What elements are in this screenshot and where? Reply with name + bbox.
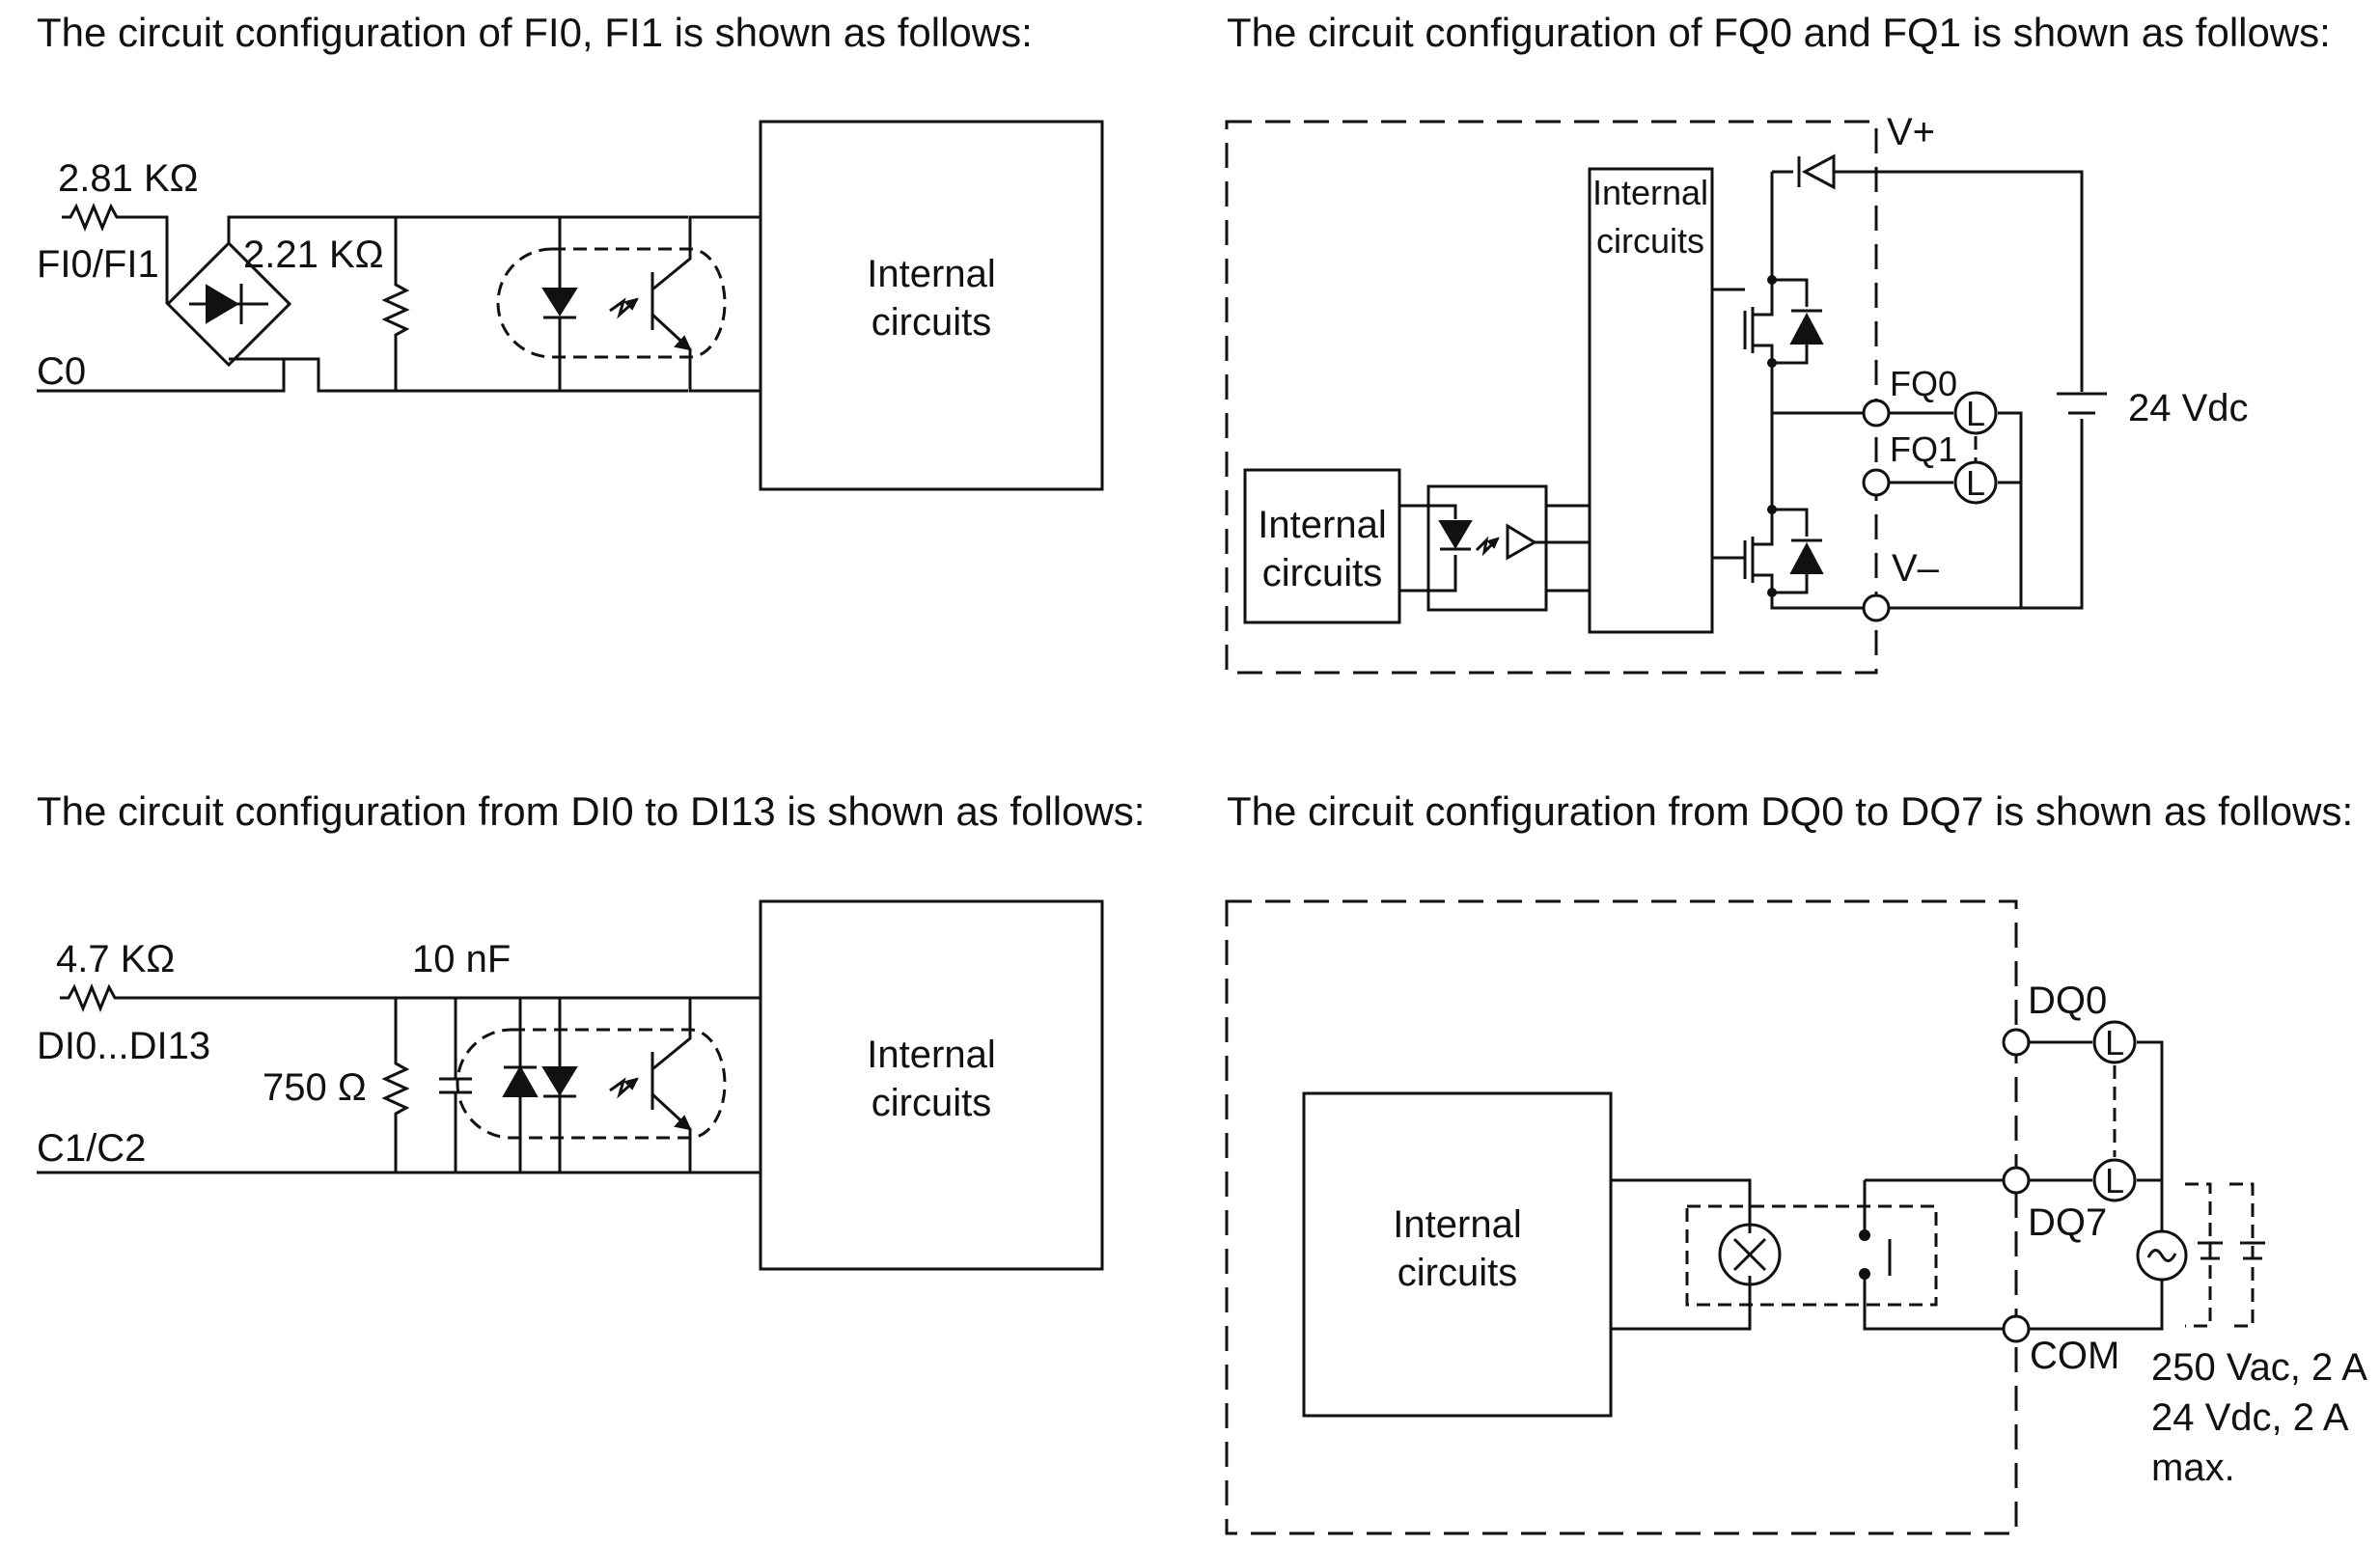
fq-load0-label: L [1966,394,1985,433]
dq-relay-boundary [1685,1204,1938,1307]
fq-out1-terminal [1862,468,1891,497]
dq-rating-line3: max. [2151,1447,2235,1489]
fq-vplus-rail [1772,170,2084,392]
dq-dc-source-alternative [2185,1182,2265,1328]
dq-relay-contact [1859,1178,2005,1331]
dq-internal-circuits-box [1302,1091,1613,1418]
dq-box-line1: Internal [1393,1203,1521,1246]
dq-title: The circuit configuration from DQ0 to DQ… [1227,788,2353,834]
dq-load-wires [2029,1040,2164,1331]
fq-load-wires [1889,411,2084,610]
dq-rating-line2: 24 Vdc, 2 A [2151,1396,2349,1439]
di-capacitor [439,998,472,1173]
fq-big-box-line1: Internal [1592,173,1708,212]
dq-out7-label: DQ7 [2028,1201,2107,1244]
di-internal-circuits-box [759,899,1104,1271]
fi-internal-circuits-box [759,120,1104,491]
fq-vminus-label: V– [1892,547,1940,590]
dq-rating-line1: 250 Vac, 2 A [2151,1346,2367,1389]
di-cap-label: 10 nF [412,938,511,980]
di-input-resistor [60,983,140,1012]
fq-gate-wires [1712,288,1747,560]
fq-load1-label: L [1966,463,1985,503]
dq-load0-label: L [2105,1023,2124,1062]
fq-optocoupler [1399,484,1548,612]
di-common-label: C1/C2 [37,1127,146,1170]
fq-protection-diode [1797,153,1836,190]
dq-load0 [2092,1020,2137,1064]
dq-out7-terminal [2002,1166,2031,1195]
di-box-line2: circuits [872,1082,991,1124]
fq-big-box-line2: circuits [1596,221,1704,261]
dq-module-boundary [1225,899,2018,1535]
fq-load0 [1953,391,1998,435]
fi-input-wire [143,215,169,304]
fq-vminus-terminal [1862,593,1891,622]
fi-box-line2: circuits [872,301,991,344]
fq-small-box-line1: Internal [1258,504,1386,546]
fq-vplus-label: V+ [1887,111,1935,153]
dq-coil-wires [1611,1178,1752,1331]
di-resistor1-label: 4.7 KΩ [56,938,175,980]
di-shunt-resistor [381,998,410,1173]
fq-title: The circuit configuration of FQ0 and FQ1… [1227,10,2331,55]
fq-out0-terminal [1862,399,1891,428]
dq-ac-source [2136,1229,2188,1282]
di-box-line1: Internal [867,1034,995,1076]
dq-box-line2: circuits [1398,1252,1517,1294]
fq-circuit: Internal circuits Internal circuits V+ [1225,111,2249,675]
fq-dc-supply [2057,392,2107,415]
fi-input-label: FI0/FI1 [37,243,159,286]
dq-out0-label: DQ0 [2028,979,2107,1022]
fq-load1 [1953,460,1998,505]
fq-low-side-mosfet [1743,505,1824,597]
fi-title: The circuit configuration of FI0, FI1 is… [37,10,1033,55]
fi-top-rail [227,215,688,243]
fi-optocoupler [496,215,761,393]
dq-load7-label: L [2105,1161,2124,1200]
fq-internal-circuits-small-box [1243,468,1401,624]
fq-internal-circuits-big-box [1588,167,1714,634]
dq-out0-terminal [2002,1028,2031,1057]
fi-common-wire [37,359,286,393]
fq-switch-links [1770,363,1876,610]
fq-module-boundary [1225,120,1878,675]
fi-box-line1: Internal [867,253,995,295]
di-optocoupler [456,998,727,1173]
di-input-label: DI0...DI13 [37,1025,210,1067]
dq-load7 [2092,1158,2137,1202]
fi-common-label: C0 [37,350,86,393]
fi-input-resistor [62,203,143,232]
fq-opto-to-logic-wires [1546,504,1590,593]
fq-supply-label: 24 Vdc [2128,387,2249,429]
fi-circuit: 2.81 KΩ FI0/FI1 C0 2.21 KΩ [37,120,1104,491]
fi-bridge-rectifier [165,240,292,368]
fi-resistor1-label: 2.81 KΩ [58,157,199,200]
fi-bridge-neg-wire [229,357,688,393]
fq-small-box-line2: circuits [1262,552,1382,594]
fq-out1-label: FQ1 [1890,429,1957,469]
di-resistor2-label: 750 Ω [263,1066,367,1109]
fi-shunt-resistor [381,217,410,391]
fq-high-side-mosfet [1743,275,1824,368]
dq-relay-coil [1718,1223,1782,1286]
dq-com-label: COM [2030,1335,2119,1377]
di-circuit: 4.7 KΩ DI0...DI13 C1/C2 10 nF 750 Ω Inte… [37,899,1104,1271]
dq-com-terminal [2002,1314,2031,1343]
dq-circuit: Internal circuits DQ0 DQ7 COM L L [1225,899,2367,1535]
di-title: The circuit configuration from DI0 to DI… [37,788,1145,834]
fq-out0-label: FQ0 [1890,364,1957,403]
fi-resistor2-label: 2.21 KΩ [243,234,384,276]
